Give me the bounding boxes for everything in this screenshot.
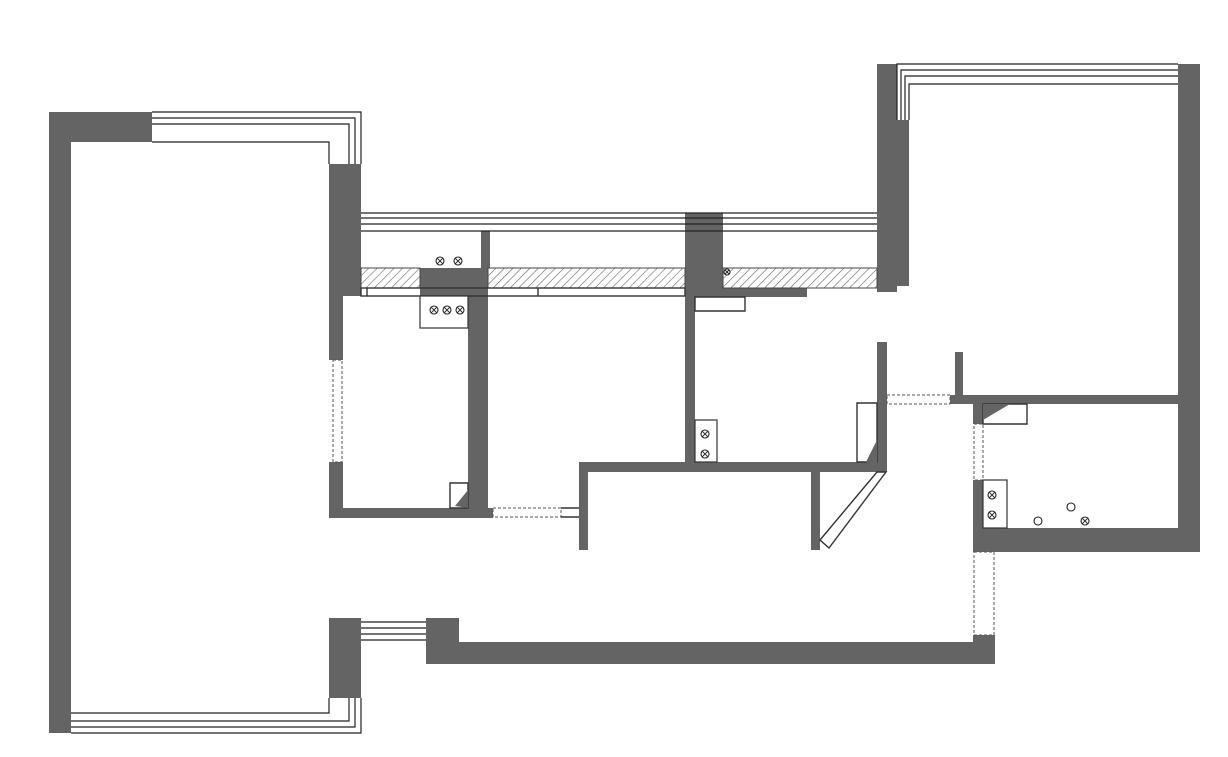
corridor-east-stub [811, 462, 820, 550]
opening-mid-south [492, 507, 562, 518]
corridor-west-stub [579, 462, 588, 550]
left-room-east-pier-lower [329, 618, 361, 698]
mid-room-top-post [481, 231, 490, 271]
vent-icon [723, 268, 731, 276]
vent-icon [1080, 516, 1090, 526]
drain-icon [1066, 502, 1076, 512]
right-room-door-post [955, 352, 963, 404]
hatch-strip-mid [487, 267, 686, 289]
vent-icon [987, 490, 997, 500]
vent-icon [442, 305, 452, 315]
door-bath-right-wedge [983, 404, 1010, 420]
window-right-north-4 [908, 83, 1178, 120]
drains [1033, 502, 1076, 526]
central-vertical-wall [685, 276, 695, 468]
window-left-south-2 [71, 698, 356, 728]
door-mid-room-wedge [455, 490, 468, 508]
south-wall [426, 642, 995, 664]
vents [429, 256, 1090, 526]
balcony-threshold [360, 287, 686, 297]
south-wall-west-pier [426, 618, 459, 664]
mid-room-top-block [420, 268, 488, 296]
door-hall-wedge [866, 440, 877, 470]
south-wall-east-pier [973, 635, 995, 664]
vent-icon [453, 256, 463, 266]
mid-room-west-wall-a [329, 296, 343, 360]
window-right-north-2 [900, 69, 1178, 120]
window-left-south-1 [71, 698, 362, 734]
vent-icon [987, 510, 997, 520]
opening-right-room [886, 394, 951, 405]
opening-bath-right [973, 423, 984, 481]
window-left-north-1 [152, 111, 362, 164]
vent-icon [429, 305, 439, 315]
hatch-strip-right [722, 267, 878, 289]
left-room-north-wall-stub [49, 112, 152, 142]
duct-box-central [694, 419, 718, 463]
mid-room-south-wall [329, 508, 493, 518]
left-room-west-wall [49, 112, 71, 733]
opening-mid-west [332, 359, 343, 463]
window-right-north-1 [896, 63, 1178, 120]
corridor-north-wall [579, 462, 886, 472]
bath-right-west-post-lower [973, 480, 983, 552]
windows [71, 63, 1178, 734]
balcony-hatch [360, 267, 878, 297]
duct-box-bath-right [982, 479, 1008, 529]
door-central-jamb [694, 296, 746, 312]
window-left-north-4 [152, 141, 330, 164]
window-left-south-4 [71, 698, 330, 714]
vent-icon [700, 449, 710, 459]
right-room-east-wall [1178, 64, 1200, 552]
fixture-boxes [419, 295, 1008, 529]
bath-right-south-wall [973, 528, 1200, 552]
walls [49, 64, 1200, 733]
mid-room-west-wall-b [329, 462, 343, 518]
left-room-east-pier-upper [329, 164, 361, 296]
hatch-strip-left [360, 267, 421, 289]
door-details [449, 296, 1028, 550]
window-left-south-3 [71, 698, 350, 722]
window-left-north-3 [152, 123, 350, 164]
mid-room-east-wall [468, 280, 488, 518]
vent-icon [435, 256, 445, 266]
window-right-north-3 [904, 75, 1178, 120]
hall-vertical-wall [877, 342, 887, 472]
window-left-north-2 [152, 117, 356, 164]
right-room-west-thick [895, 120, 909, 286]
bath-right-west-post [973, 404, 983, 424]
opening-bath-right-lower [973, 551, 995, 636]
door-corridor-diagonal [819, 471, 888, 550]
drain-icon [1033, 516, 1043, 526]
vent-icon [700, 429, 710, 439]
vent-icon [455, 305, 465, 315]
right-room-west-wall [877, 64, 897, 292]
right-room-south-wall [950, 395, 1200, 404]
openings [332, 359, 995, 636]
